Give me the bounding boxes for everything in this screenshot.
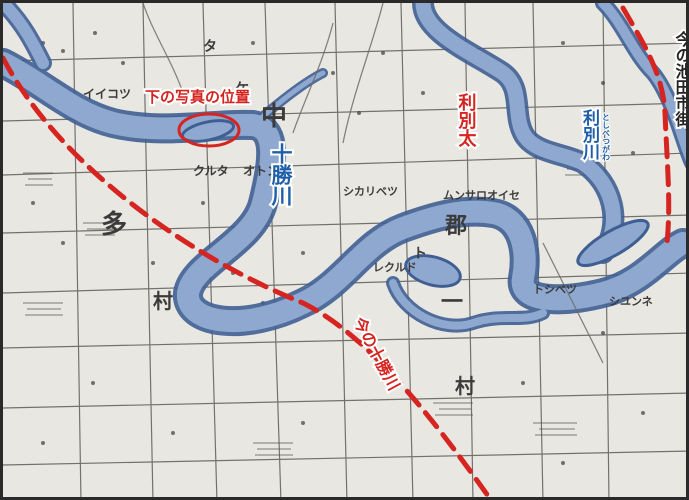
toshibetsu-futo-label: 利別太: [456, 92, 477, 148]
old-label-kai: 郡: [444, 214, 467, 239]
old-label-toshibetsu-kana: トシベツ: [533, 283, 577, 296]
old-label-tai: タ: [203, 39, 217, 55]
toshibetsu-river-furigana: としべつがわ: [602, 113, 611, 161]
ikeda-street-label: 今の池田市街: [673, 30, 689, 128]
old-label-mukuowase: ムンサロオイセ: [443, 189, 520, 202]
old-label-shikaribetsu: シカリベツ: [343, 185, 398, 198]
old-map-labels: 中 郡 多 村 村 一 シカリベツ ムンサロオイセ トシベツ クルタ イイコツ …: [83, 39, 653, 398]
map-canvas: 中 郡 多 村 村 一 シカリベツ ムンサロオイセ トシベツ クルタ イイコツ …: [3, 3, 689, 497]
old-label-kurata: クルタ: [193, 164, 229, 178]
old-label-ichi: 一: [441, 290, 463, 315]
oxbow-lakes: [180, 119, 650, 288]
old-label-ta: 多: [101, 210, 127, 240]
old-label-ke: ケ: [235, 81, 249, 97]
old-label-ikotsu: イイコツ: [83, 87, 131, 101]
old-label-to: ト: [413, 246, 427, 262]
old-label-mura-2: 村: [455, 374, 475, 398]
photo-position-label: 下の写真の位置: [145, 88, 250, 106]
ikeda-city-boundary: [620, 5, 672, 246]
river-labels: 十勝川 利別川 としべつがわ: [267, 106, 612, 210]
tributaries: [142, 3, 604, 364]
old-label-rekko: レクルド: [373, 261, 417, 274]
old-label-mura: 村: [153, 289, 173, 313]
toshibetsu-river-label: 利別川: [579, 108, 601, 161]
vegetation-marks: [31, 31, 645, 465]
current-tokachi-route: [3, 55, 492, 497]
old-label-chu: 中: [261, 102, 287, 132]
old-label-shiokawa: シユンネ: [609, 295, 653, 308]
tokachi-river-label: 十勝川: [269, 143, 294, 207]
old-label-otonbe: オトンベ: [243, 164, 291, 178]
photo-location-marker: [177, 112, 241, 148]
